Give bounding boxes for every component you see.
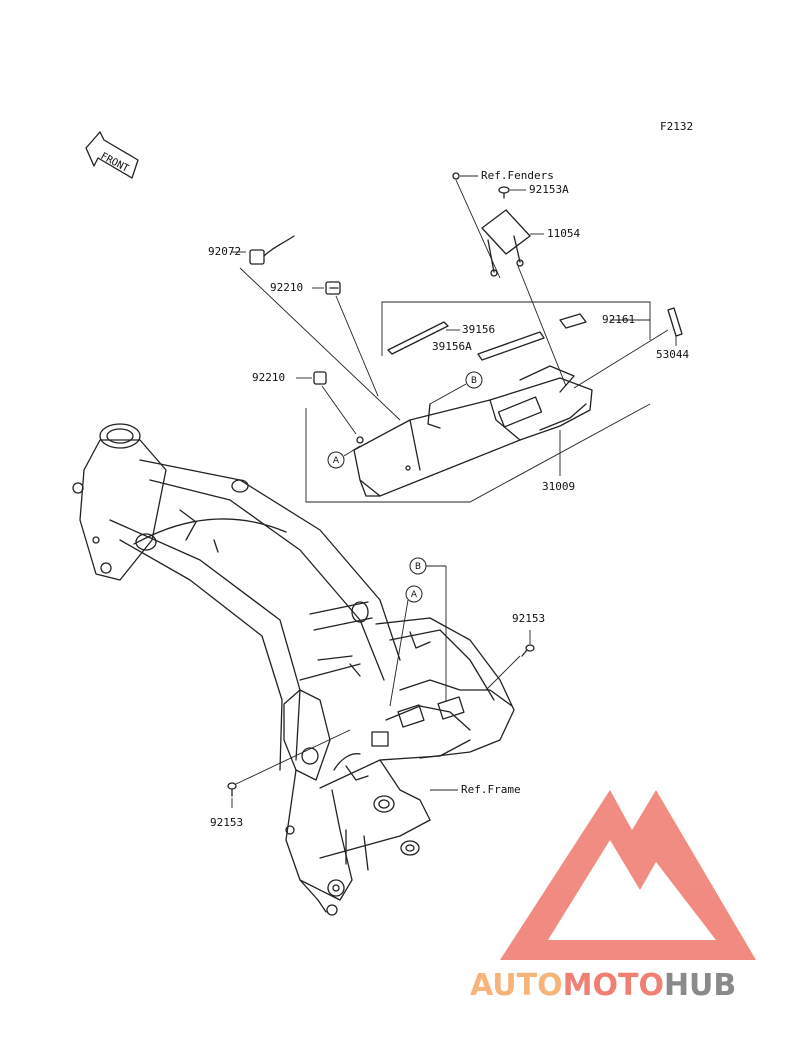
callout-a-lower <box>405 585 423 603</box>
fender-nut <box>452 172 460 180</box>
strip-39156 <box>387 321 449 355</box>
label-92153-left: 92153 <box>210 816 243 829</box>
label-53044: 53044 <box>656 348 689 361</box>
watermark-text: AUTOMOTOHUB <box>470 968 736 1003</box>
callout-b-lower-label: B <box>415 562 421 572</box>
front-arrow: FRONT <box>85 131 139 179</box>
figure-code: F2132 <box>660 120 693 133</box>
tray-31009 <box>353 365 593 497</box>
callout-a-lower-label: A <box>411 590 418 600</box>
strap-92072 <box>249 235 295 265</box>
bracket-11054 <box>481 209 531 277</box>
callout-b-upper <box>465 371 483 389</box>
watermark-hub: HUB <box>664 968 736 1003</box>
clip-92210-left <box>313 371 327 385</box>
automotohub-logo <box>500 790 756 960</box>
label-39156: 39156 <box>462 323 495 336</box>
label-11054: 11054 <box>547 227 580 240</box>
clip-92210-top <box>325 281 341 295</box>
callout-a-upper-label: A <box>333 456 340 466</box>
bolt-92153-left <box>227 782 237 797</box>
label-92153-right: 92153 <box>512 612 545 625</box>
bolt-92153-right <box>521 644 535 657</box>
label-92072: 92072 <box>208 245 241 258</box>
label-ref-fenders: Ref.Fenders <box>481 169 554 182</box>
bolt-92153A <box>498 186 510 199</box>
callout-a-upper <box>327 451 345 469</box>
label-92210-top: 92210 <box>270 281 303 294</box>
label-92153A: 92153A <box>529 183 569 196</box>
part-53044 <box>667 307 683 337</box>
pad-92161 <box>559 313 587 329</box>
watermark-auto: AUTO <box>470 968 563 1003</box>
callout-b-upper-label: B <box>471 376 477 386</box>
strip-39156A <box>477 331 545 361</box>
motorcycle-frame <box>72 423 515 916</box>
label-92161: 92161 <box>602 313 635 326</box>
label-ref-frame: Ref.Frame <box>461 783 521 796</box>
label-31009: 31009 <box>542 480 575 493</box>
watermark-moto: MOTO <box>563 968 664 1003</box>
label-39156A: 39156A <box>432 340 472 353</box>
label-92210-left: 92210 <box>252 371 285 384</box>
front-label: FRONT <box>99 151 131 175</box>
